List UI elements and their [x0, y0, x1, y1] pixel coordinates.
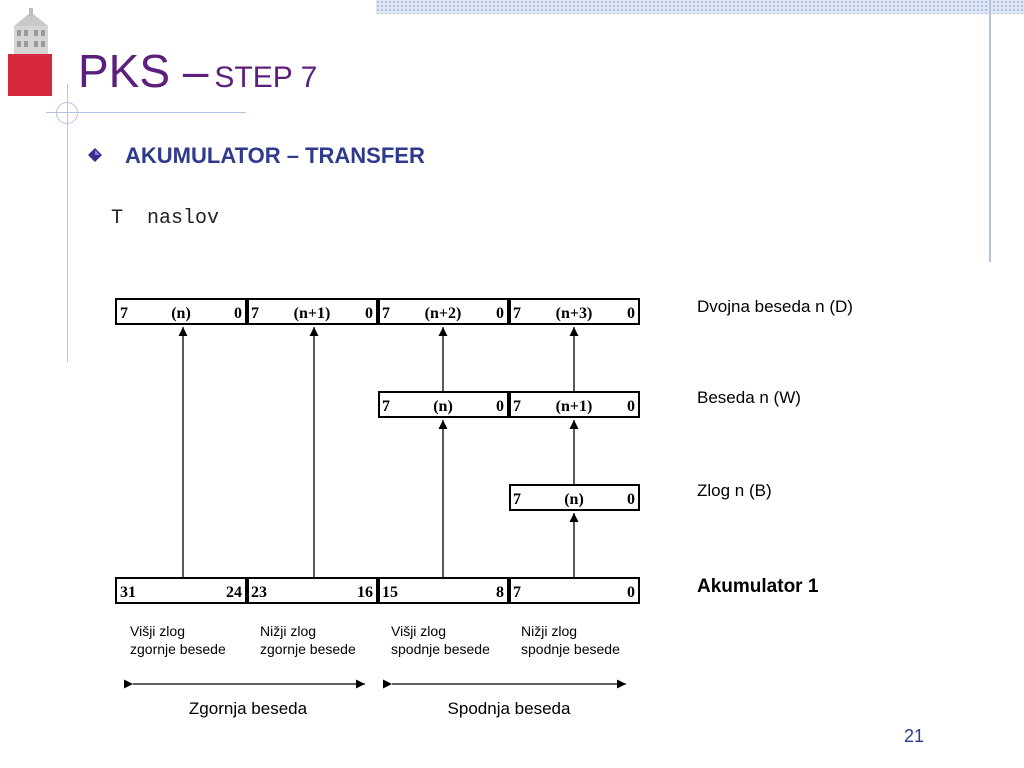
byte-caption: Višji zlog [391, 623, 446, 639]
row-label: Akumulator 1 [697, 576, 819, 597]
byte-label: (n+3) [556, 305, 593, 322]
decorative-horizontal-rule [46, 112, 246, 113]
byte-label: (n+1) [294, 305, 331, 322]
bit-label: 0 [627, 305, 635, 322]
cell-box [247, 298, 378, 325]
bit-label: 0 [496, 398, 504, 415]
row-label: Dvojna beseda n (D) [697, 297, 853, 316]
byte-caption: spodnje besede [391, 641, 490, 657]
transfer-arrows [178, 327, 579, 577]
row-label: Zlog n (B) [697, 481, 772, 500]
cell-box [509, 391, 640, 418]
cell-box [378, 577, 509, 604]
bit-label: 16 [357, 584, 373, 601]
byte-caption: spodnje besede [521, 641, 620, 657]
cell-box [378, 391, 509, 418]
bit-label: 7 [251, 305, 259, 322]
bit-label: 7 [120, 305, 128, 322]
bit-label: 0 [627, 398, 635, 415]
bit-label: 0 [234, 305, 242, 322]
university-logo [8, 8, 54, 96]
bit-label: 31 [120, 584, 136, 601]
title-subtitle: STEP 7 [214, 61, 318, 94]
byte-label: (n) [564, 491, 584, 508]
bit-label: 24 [226, 584, 242, 601]
cell-box [509, 484, 640, 511]
instruction-line: T naslov [111, 207, 220, 230]
bit-label: 7 [382, 305, 390, 322]
byte-caption: Nižji zlog [521, 623, 577, 639]
word-caption: Zgornja beseda [189, 699, 308, 718]
logo-red-block [8, 54, 52, 96]
byte-caption: zgornje besede [260, 641, 356, 657]
byte-label: (n) [433, 398, 453, 415]
bit-label: 0 [627, 584, 635, 601]
slide-title: PKS –STEP 7 [78, 48, 317, 94]
cell-box [115, 298, 247, 325]
word-caption: Spodnja beseda [448, 699, 571, 718]
bit-label: 7 [382, 398, 390, 415]
bit-label: 0 [627, 491, 635, 508]
row-word: 7 (n) 0 7 (n+1) 0 [378, 391, 640, 418]
byte-caption: zgornje besede [130, 641, 226, 657]
byte-label: (n+1) [556, 398, 593, 415]
bit-label: 7 [513, 398, 521, 415]
row-accumulator: 31 24 23 16 15 8 7 0 [115, 577, 640, 604]
bit-label: 23 [251, 584, 267, 601]
bit-label: 7 [513, 584, 521, 601]
byte-label: (n) [171, 305, 191, 322]
bit-label: 8 [496, 584, 504, 601]
byte-label: (n+2) [425, 305, 462, 322]
decorative-vertical-rule [67, 84, 68, 362]
byte-caption: Višji zlog [130, 623, 185, 639]
decorative-circle [56, 102, 78, 124]
row-byte: 7 (n) 0 [509, 484, 640, 511]
cell-box [509, 298, 640, 325]
bit-label: 7 [513, 305, 521, 322]
diamond-bullet-icon [88, 148, 102, 162]
bit-label: 0 [365, 305, 373, 322]
cell-box [115, 577, 247, 604]
building-icon [14, 8, 48, 54]
bullet-heading: AKUMULATOR – TRANSFER [125, 143, 425, 168]
byte-caption: Nižji zlog [260, 623, 316, 639]
bit-label: 15 [382, 584, 398, 601]
page-number: 21 [904, 726, 925, 746]
bit-label: 7 [513, 491, 521, 508]
decorative-vertical-rule [989, 0, 991, 262]
bit-label: 0 [496, 305, 504, 322]
cell-box [247, 577, 378, 604]
header-pattern-band [376, 0, 1024, 14]
cell-box [509, 577, 640, 604]
row-dword: 7 (n) 0 7 (n+1) 0 7 (n+2) 0 7 (n+3) 0 [115, 298, 640, 325]
cell-box [378, 298, 509, 325]
row-label: Beseda n (W) [697, 388, 801, 407]
title-main: PKS – [78, 45, 209, 97]
